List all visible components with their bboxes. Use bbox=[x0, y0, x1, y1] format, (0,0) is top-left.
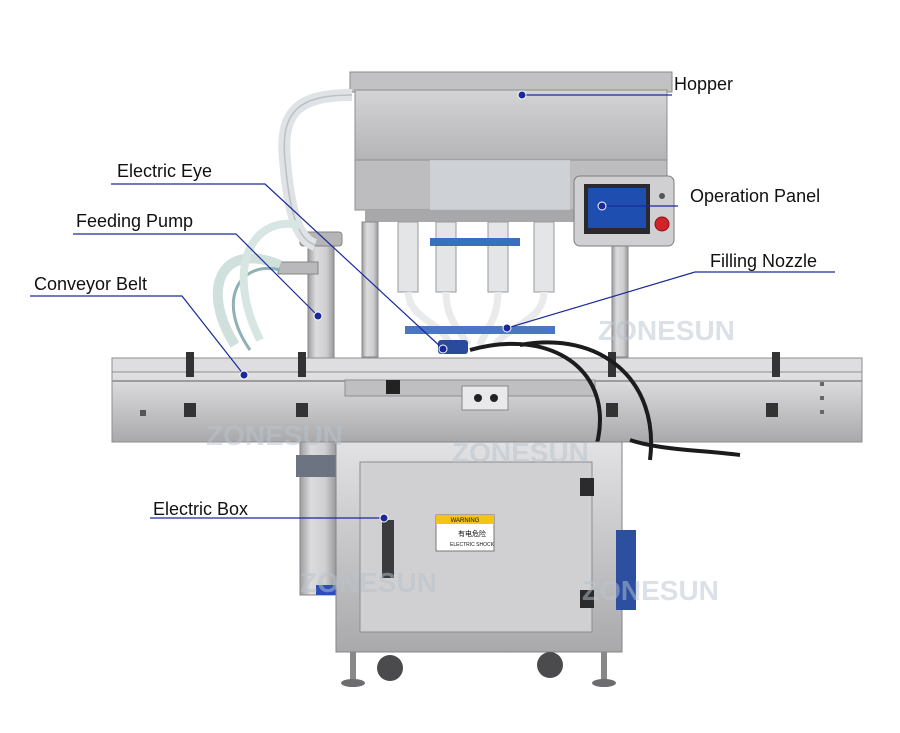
warning-text-cn: 有电危险 bbox=[458, 529, 486, 538]
watermark-text: ZONESUN bbox=[452, 437, 589, 468]
watermarks: ZONESUN ZONESUN ZONESUN ZONESUN ZONESUN bbox=[206, 315, 735, 606]
leader-conveyor-belt bbox=[30, 295, 245, 376]
leader-feeding-pump bbox=[73, 233, 319, 317]
filling-nozzle-part bbox=[397, 221, 555, 348]
label-electric-box: Electric Box bbox=[153, 499, 249, 519]
label-hopper: Hopper bbox=[674, 74, 734, 94]
label-operation-panel: Operation Panel bbox=[690, 186, 821, 206]
dot-electric-eye bbox=[438, 344, 448, 354]
hoses bbox=[212, 89, 353, 351]
dot-electric-box bbox=[379, 513, 389, 523]
dot-feeding-pump bbox=[313, 311, 323, 321]
legs bbox=[341, 652, 616, 687]
label-electric-eye: Electric Eye bbox=[117, 161, 213, 181]
watermark-text: ZONESUN bbox=[598, 315, 735, 346]
leader-lines bbox=[30, 94, 835, 519]
leader-dots bbox=[239, 90, 607, 523]
dot-operation-panel bbox=[597, 201, 607, 211]
watermark-text: ZONESUN bbox=[206, 420, 343, 451]
leader-electric-eye bbox=[111, 183, 444, 350]
operation-panel-part bbox=[573, 175, 675, 247]
dot-conveyor-belt bbox=[239, 370, 249, 380]
label-conveyor-belt: Conveyor Belt bbox=[34, 274, 148, 294]
warning-sign: WARNING 有电危险 ELECTRIC SHOCK bbox=[435, 514, 495, 552]
feeding-pump-part bbox=[277, 231, 343, 596]
dot-hopper bbox=[517, 90, 527, 100]
label-feeding-pump: Feeding Pump bbox=[76, 211, 194, 231]
watermark-text: ZONESUN bbox=[300, 567, 437, 598]
watermark-text: ZONESUN bbox=[582, 575, 719, 606]
warning-title: WARNING bbox=[451, 518, 480, 524]
leader-filling-nozzle bbox=[506, 271, 835, 329]
warning-text-en: ELECTRIC SHOCK bbox=[450, 542, 495, 548]
conveyor-part bbox=[111, 352, 863, 443]
label-filling-nozzle: Filling Nozzle bbox=[710, 251, 818, 271]
dot-filling-nozzle bbox=[502, 323, 512, 333]
